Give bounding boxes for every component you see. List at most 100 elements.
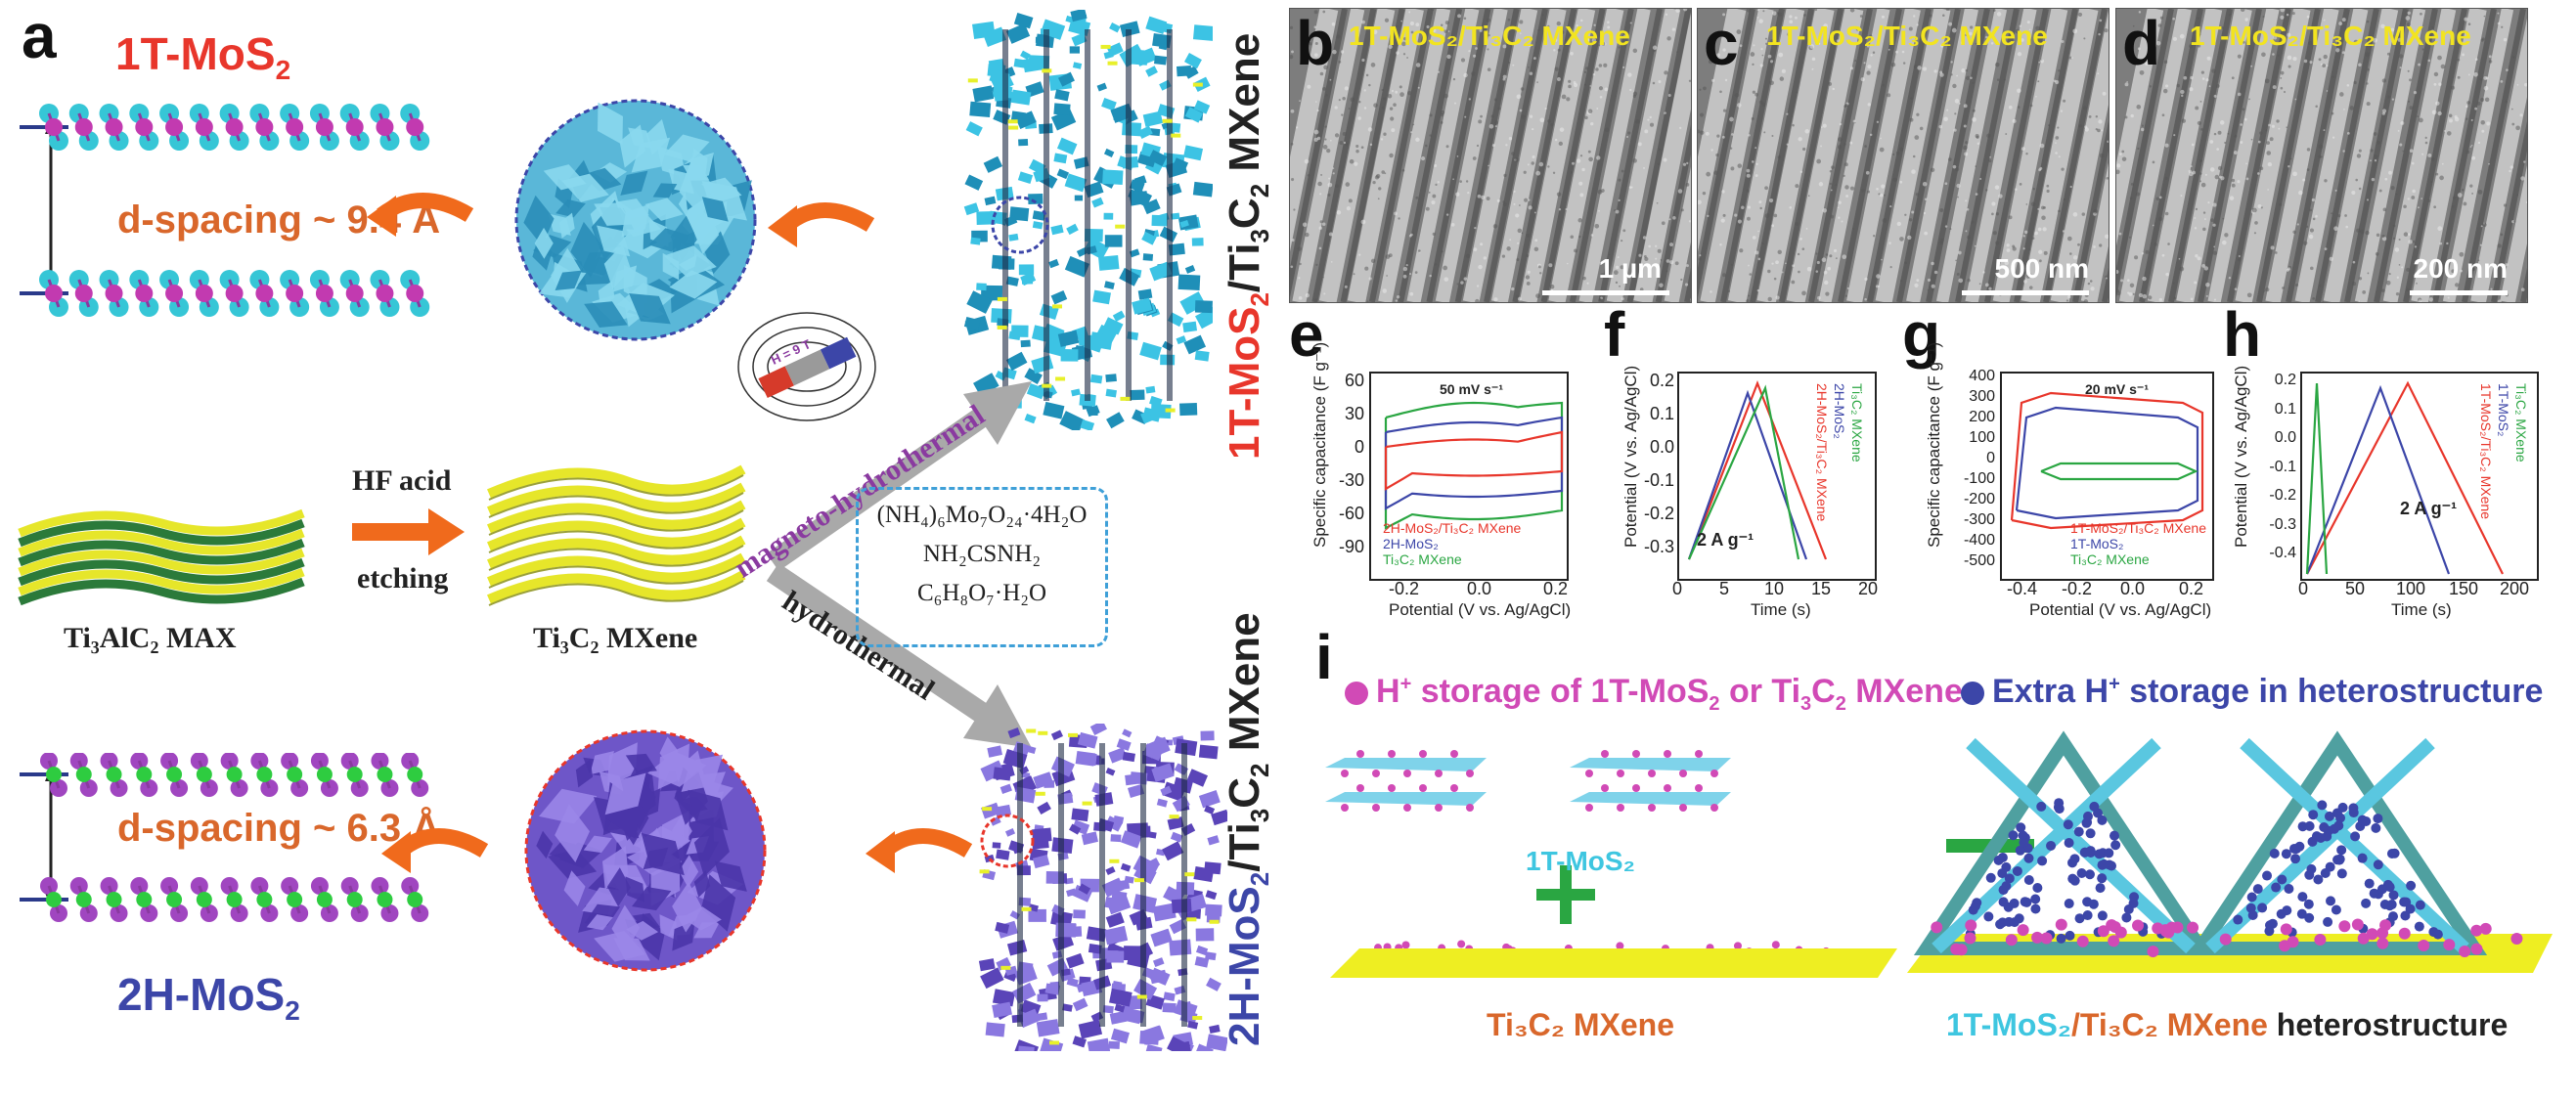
ti3alc2-max-stack	[15, 494, 308, 611]
sem-b-title: 1T-MoS₂/Ti₃C₂ MXene	[1349, 21, 1630, 52]
h-xtick-4: 200	[2500, 579, 2529, 599]
panel-c-letter: c	[1704, 8, 1739, 79]
ti3c2-mxene-stack	[479, 450, 753, 616]
h-legend-2: 1T-MoS₂/Ti₃C₂ MXene	[2478, 383, 2494, 393]
product-bottom-label: 2H-MoS2/Ti3C2 MXene	[1221, 1046, 1279, 1101]
e-xtick-1: 0.0	[1467, 579, 1491, 599]
1t-zoom-circle	[509, 93, 763, 347]
g-legend-1: 1T-MoS₂	[2070, 536, 2123, 551]
g-ylabel: Specific capacitance (F g⁻¹)	[1925, 548, 1934, 567]
e-legend-0: 2H-MoS₂/Ti₃C₂ MXene	[1383, 520, 1521, 536]
h-ylabel: Potential (V vs. Ag/AgCl)	[2232, 548, 2242, 567]
h-curve-composite	[2307, 383, 2503, 574]
f-xtick-3: 15	[1811, 579, 1831, 599]
hf-acid-label: HF acid	[352, 464, 451, 498]
e-rate: 50 mV s⁻¹	[1440, 381, 1503, 398]
f-xlabel: Time (s)	[1751, 600, 1811, 620]
sem-d-title: 1T-MoS₂/Ti₃C₂ MXene	[2190, 21, 2471, 52]
f-xtick-2: 10	[1764, 579, 1784, 599]
reagent-3: C₆H₈O₇·H₂O	[859, 574, 1105, 613]
g-xlabel: Potential (V vs. Ag/AgCl)	[2029, 600, 2211, 620]
reagent-1: (NH₄)₆Mo₇O₂₄·4H₂O	[859, 496, 1105, 535]
reagents-box: (NH₄)₆Mo₇O₂₄·4H₂O NH₂CSNH₂ C₆H₈O₇·H₂O	[856, 487, 1108, 647]
g-xtick-3: 0.2	[2179, 579, 2203, 599]
sem-d-scalebar	[2410, 290, 2508, 295]
panel-a-letter: a	[22, 0, 57, 72]
h-xtick-3: 150	[2449, 579, 2478, 599]
panel-d-letter: d	[2122, 8, 2160, 79]
product-top-label: 1T-MoS2/Ti3C2 MXene	[1221, 460, 1279, 514]
2h-mos2-mxene-block	[978, 724, 1227, 1051]
blue-dot-icon	[1961, 682, 1984, 705]
arrow-to-circle-bottom	[861, 816, 978, 885]
h-curve-mxene	[2307, 383, 2327, 574]
mxene-label: Ti₃C₂ MXene	[533, 622, 697, 655]
top-phase-label: 1T-MoS2	[115, 27, 290, 86]
2h-zoom-circle	[518, 724, 773, 978]
h-xlabel: Time (s)	[2391, 600, 2452, 620]
g-xtick-2: 0.0	[2120, 579, 2145, 599]
arrow-to-1t	[362, 176, 479, 254]
sem-c-title: 1T-MoS₂/Ti₃C₂ MXene	[1766, 21, 2048, 52]
panel-i-left-title: H+ storage of 1T-MoS2 or Ti3C2 MXene	[1345, 673, 1963, 716]
i-mos2-label: 1T-MoS₂	[1526, 846, 1635, 877]
g-xtick-0: -0.4	[2007, 579, 2037, 599]
e-ylabel: Specific capacitance (F g⁻¹)	[1310, 548, 1320, 567]
panel-i-right-title: Extra H+ storage in heterostructure	[1961, 673, 2543, 711]
g-legend-2: Ti₃C₂ MXene	[2070, 551, 2150, 567]
i-mxene-label: Ti₃C₂ MXene	[1487, 1007, 1674, 1043]
sem-c-scalebar	[1962, 290, 2089, 295]
f-ylabel: Potential (V vs. Ag/AgCl)	[1621, 548, 1631, 567]
magnet-icon: H = 9 T	[733, 298, 880, 435]
e-legend-1: 2H-MoS₂	[1383, 536, 1439, 551]
hf-arrow	[352, 508, 469, 557]
panel-h-letter: h	[2223, 298, 2261, 371]
g-legend-0: 1T-MoS₂/Ti₃C₂ MXene	[2070, 520, 2206, 536]
panel-i-letter: i	[1315, 621, 1333, 693]
sem-c-scale: 500 nm	[1952, 253, 2089, 285]
f-xtick-1: 5	[1719, 579, 1729, 599]
f-legend-2: 2H-MoS₂/Ti₃C₂ MXene	[1814, 383, 1830, 393]
e-curve-2h	[1386, 418, 1562, 508]
panel-i-heterostructure	[1907, 724, 2562, 1007]
e-legend-2: Ti₃C₂ MXene	[1383, 551, 1462, 567]
h-xtick-1: 50	[2345, 579, 2365, 599]
h-xtick-0: 0	[2298, 579, 2308, 599]
plus-horizontal	[1536, 889, 1595, 901]
e-xtick-0: -0.2	[1389, 579, 1419, 599]
plot-f: 2 A g⁻¹ Ti₃C₂ MXene 2H-MoS₂ 2H-MoS₂/Ti₃C…	[1677, 372, 1877, 581]
route-bottom-label: hydrothermal	[794, 585, 804, 618]
g-curve-mxene	[2041, 463, 2196, 479]
h-xtick-2: 100	[2396, 579, 2425, 599]
route-top-label: magneto-hydrothermal	[729, 557, 738, 591]
sem-b-scale: 1 µm	[1554, 253, 1662, 285]
plot-g: 20 mV s⁻¹ 1T-MoS₂/Ti₃C₂ MXene 1T-MoS₂ Ti…	[2000, 372, 2214, 581]
arrow-to-2h	[377, 816, 494, 885]
sem-image-b: b 1T-MoS₂/Ti₃C₂ MXene 1 µm	[1289, 8, 1692, 303]
plot-h: 2 A g⁻¹ Ti₃C₂ MXene 1T-MoS₂ 1T-MoS₂/Ti₃C…	[2300, 372, 2539, 581]
f-xtick-0: 0	[1672, 579, 1682, 599]
e-xtick-2: 0.2	[1543, 579, 1568, 599]
sem-image-d: d 1T-MoS₂/Ti₃C₂ MXene 200 nm	[2115, 8, 2528, 303]
max-label: Ti₃AlC₂ MAX	[64, 622, 237, 655]
sem-b-scalebar	[1542, 290, 1669, 295]
bottom-phase-label: 2H-MoS2	[117, 968, 300, 1027]
magenta-dot-icon	[1345, 682, 1368, 705]
g-xtick-1: -0.2	[2062, 579, 2092, 599]
sem-image-c: c 1T-MoS₂/Ti₃C₂ MXene 500 nm	[1697, 8, 2110, 303]
i-hetero-label: 1T-MoS₂/Ti₃C₂ MXene heterostructure	[1946, 1007, 2508, 1043]
f-yticks: 0.20.10.0-0.1-0.2-0.3	[1635, 364, 1674, 563]
h-curve-1t	[2307, 388, 2449, 574]
e-curve-composite	[1386, 432, 1562, 489]
panel-b-letter: b	[1296, 8, 1334, 79]
g-rate: 20 mV s⁻¹	[2085, 381, 2149, 398]
f-xtick-4: 20	[1858, 579, 1878, 599]
plot-e: 50 mV s⁻¹ 2H-MoS₂/Ti₃C₂ MXene 2H-MoS₂ Ti…	[1369, 372, 1569, 581]
h-current: 2 A g⁻¹	[2400, 499, 2457, 519]
sem-d-scale: 200 nm	[2380, 253, 2508, 285]
e-xlabel: Potential (V vs. Ag/AgCl)	[1389, 600, 1571, 620]
etching-label: etching	[357, 562, 448, 595]
